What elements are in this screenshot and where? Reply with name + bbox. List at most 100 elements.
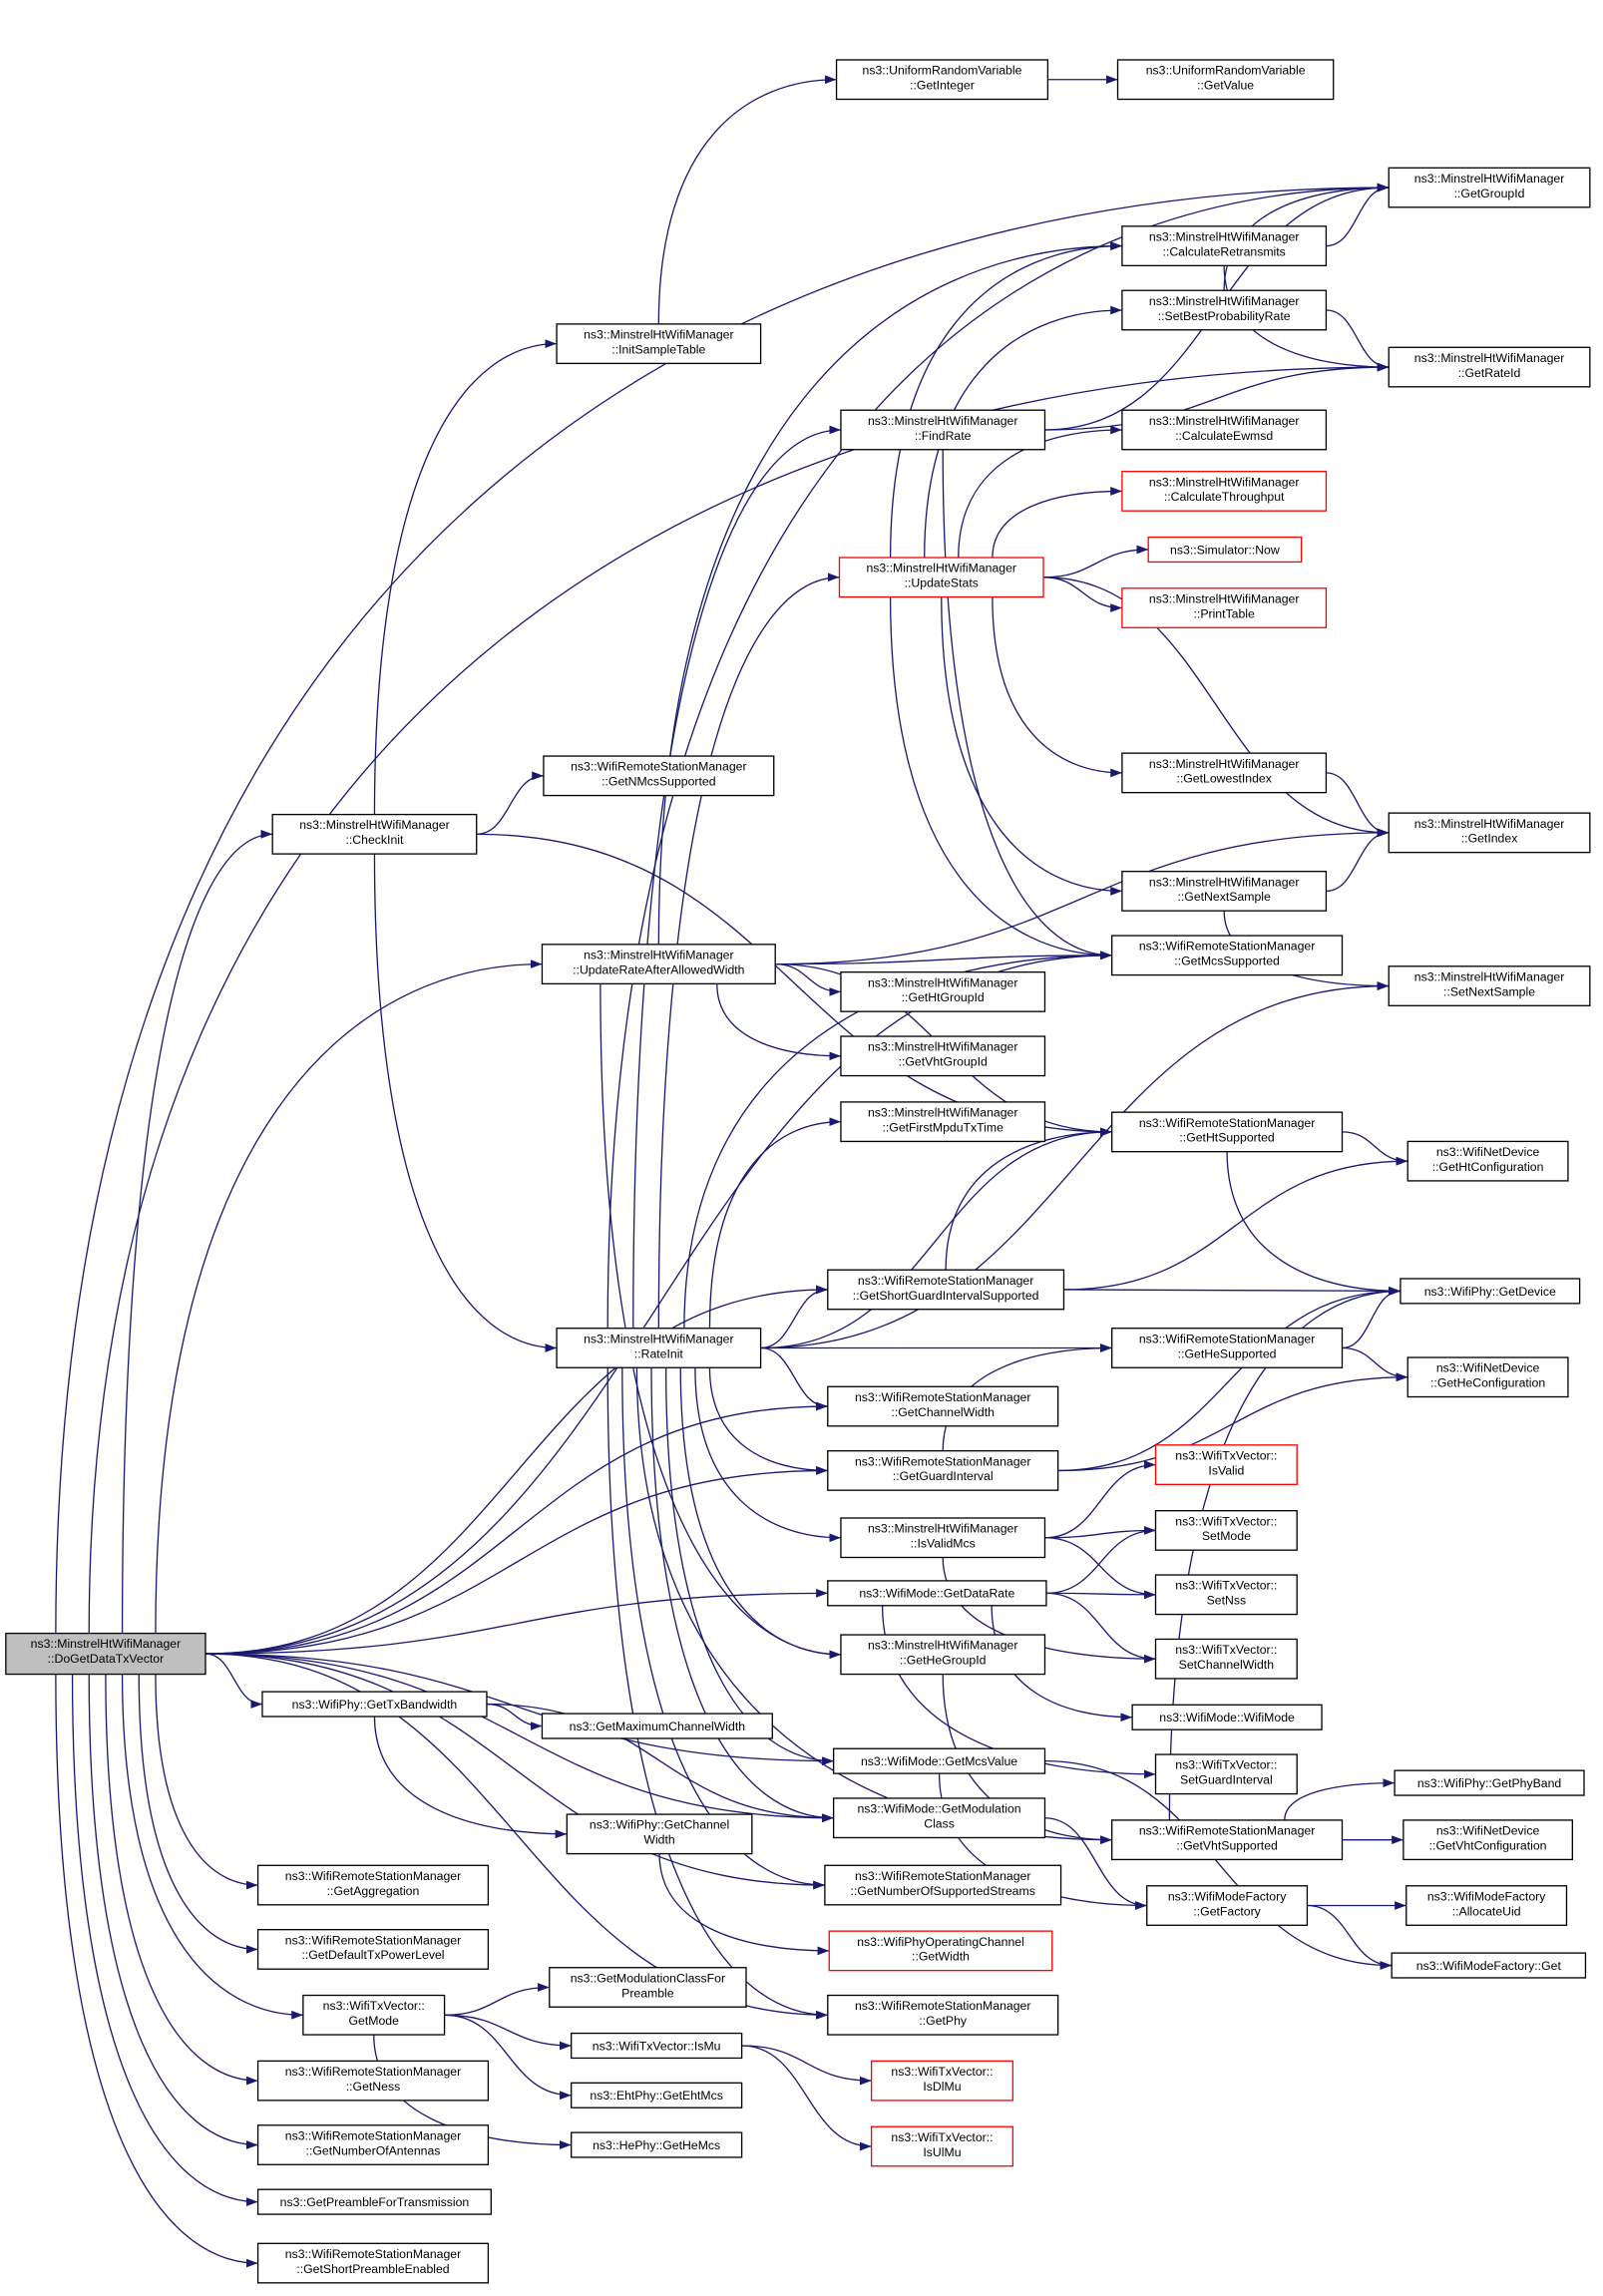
node-box bbox=[1406, 1140, 1569, 1182]
node-label: ns3::WifiModeFactory::Get bbox=[1416, 1959, 1562, 1973]
node-ns3-wifiremotestationmanager-getguardinterval[interactable]: ns3::WifiRemoteStationManager::GetGuardI… bbox=[827, 1450, 1059, 1491]
node-ns3-wifimode-getmcsvalue[interactable]: ns3::WifiMode::GetMcsValue bbox=[832, 1747, 1046, 1774]
node-ns3-wifiremotestationmanager-getvhtsupported[interactable]: ns3::WifiRemoteStationManager::GetVhtSup… bbox=[1111, 1819, 1344, 1861]
node-label: ::GetVhtSupported bbox=[1176, 1838, 1278, 1852]
node-label: ::GetGuardInterval bbox=[893, 1469, 994, 1483]
node-ns3-wifiremotestationmanager-gethesupported[interactable]: ns3::WifiRemoteStationManager::GetHeSupp… bbox=[1111, 1328, 1344, 1368]
node-ns3-hephy-gethemcs[interactable]: ns3::HePhy::GetHeMcs bbox=[571, 2131, 743, 2158]
node-label: ns3::WifiTxVector:: bbox=[1175, 1448, 1277, 1462]
node-ns3-minstrelhtwifimanager-isvalidmcs[interactable]: ns3::MinstrelHtWifiManager::IsValidMcs bbox=[840, 1517, 1046, 1559]
node-label: Preamble bbox=[621, 1986, 674, 2000]
node-ns3-wifiremotestationmanager-getnmcssupported[interactable]: ns3::WifiRemoteStationManager::GetNMcsSu… bbox=[543, 755, 775, 797]
node-label: ::GetWidth bbox=[912, 1950, 970, 1964]
node-ns3-minstrelhtwifimanager-setbestprobabilityrate[interactable]: ns3::MinstrelHtWifiManager::SetBestProba… bbox=[1121, 289, 1328, 331]
node-box bbox=[571, 2082, 743, 2108]
node-ns3-minstrelhtwifimanager-getgroupid[interactable]: ns3::MinstrelHtWifiManager::GetGroupId bbox=[1388, 167, 1591, 208]
node-ns3-wifiphyoperatingchannel-getwidth[interactable]: ns3::WifiPhyOperatingChannel::GetWidth bbox=[828, 1930, 1053, 1972]
node-label: IsValid bbox=[1208, 1463, 1244, 1477]
node-label: ns3::WifiPhyOperatingChannel bbox=[857, 1935, 1024, 1949]
node-ns3-ehtphy-getehtmcs[interactable]: ns3::EhtPhy::GetEhtMcs bbox=[571, 2082, 743, 2108]
node-ns3-wifitxvector-isulmu[interactable]: ns3::WifiTxVector::IsUlMu bbox=[870, 2125, 1013, 2167]
call-edge-ns3-wifiremotestationmanager-getvhtsupported-to-ns3-wifiphy-getdevice bbox=[1168, 1287, 1401, 1820]
node-ns3-wifitxvector-isvalid[interactable]: ns3::WifiTxVector::IsValid bbox=[1154, 1444, 1298, 1485]
node-ns3-wifiremotestationmanager-getdefaulttxpowerlevel[interactable]: ns3::WifiRemoteStationManager::GetDefaul… bbox=[256, 1929, 490, 1970]
node-label: ns3::WifiRemoteStationManager bbox=[285, 2128, 461, 2142]
node-ns3-wifiremotestationmanager-getaggregation[interactable]: ns3::WifiRemoteStationManager::GetAggreg… bbox=[256, 1864, 490, 1906]
node-ns3-wifimodefactory-get[interactable]: ns3::WifiModeFactory::Get bbox=[1391, 1952, 1587, 1979]
node-ns3-minstrelhtwifimanager-calculateewmsd[interactable]: ns3::MinstrelHtWifiManager::CalculateEwm… bbox=[1121, 409, 1328, 451]
node-ns3-minstrelhtwifimanager-calculatethroughput[interactable]: ns3::MinstrelHtWifiManager::CalculateThr… bbox=[1121, 471, 1328, 512]
node-ns3-minstrelhtwifimanager-calculateretransmits[interactable]: ns3::MinstrelHtWifiManager::CalculateRet… bbox=[1121, 225, 1328, 267]
node-label: ns3::WifiRemoteStationManager bbox=[855, 1869, 1030, 1883]
node-ns3-wifiremotestationmanager-getshortguardintervalsupported[interactable]: ns3::WifiRemoteStationManager::GetShortG… bbox=[827, 1269, 1065, 1311]
node-label: ::GetAggregation bbox=[327, 1884, 420, 1898]
node-ns3-wifinetdevice-getvhtconfiguration[interactable]: ns3::WifiNetDevice::GetVhtConfiguration bbox=[1403, 1819, 1573, 1861]
node-ns3-wifitxvector-getmode[interactable]: ns3::WifiTxVector::GetMode bbox=[302, 1994, 446, 2036]
node-label: ::GetVhtConfiguration bbox=[1429, 1838, 1547, 1852]
call-edge-ns3-minstrelhtwifimanager-dogetdatatxvector-to-ns3-getpreamblefortransmission bbox=[71, 1674, 258, 2206]
node-ns3-wifitxvector-setnss[interactable]: ns3::WifiTxVector::SetNss bbox=[1154, 1574, 1298, 1616]
node-label: ns3::WifiTxVector:: bbox=[1175, 1514, 1277, 1528]
node-ns3-wifitxvector-setchannelwidth[interactable]: ns3::WifiTxVector::SetChannelWidth bbox=[1154, 1638, 1298, 1680]
node-ns3-wifitxvector-isdlmu[interactable]: ns3::WifiTxVector::IsDlMu bbox=[870, 2060, 1013, 2102]
node-label: ::CheckInit bbox=[346, 833, 404, 847]
node-label: ns3::MinstrelHtWifiManager bbox=[868, 414, 1018, 428]
node-label: ::GetPhy bbox=[919, 2014, 968, 2028]
node-ns3-wifimode-getmodulationclass[interactable]: ns3::WifiMode::GetModulationClass bbox=[832, 1797, 1046, 1839]
node-ns3-wifiremotestationmanager-getnumberofantennas[interactable]: ns3::WifiRemoteStationManager::GetNumber… bbox=[256, 2124, 490, 2165]
node-ns3-minstrelhtwifimanager-getindex[interactable]: ns3::MinstrelHtWifiManager::GetIndex bbox=[1388, 812, 1591, 854]
node-ns3-minstrelhtwifimanager-setnextsample[interactable]: ns3::MinstrelHtWifiManager::SetNextSampl… bbox=[1388, 965, 1591, 1006]
node-label: ns3::WifiTxVector:: bbox=[323, 1999, 425, 2013]
node-ns3-wifiremotestationmanager-gethtsupported[interactable]: ns3::WifiRemoteStationManager::GetHtSupp… bbox=[1111, 1111, 1344, 1153]
node-ns3-simulator-now[interactable]: ns3::Simulator::Now bbox=[1147, 536, 1303, 564]
call-edge-ns3-wifiphy-getchannelwidth-to-ns3-wifiphyoperatingchannel-getwidth bbox=[658, 1853, 830, 1956]
node-label: ns3::MinstrelHtWifiManager bbox=[584, 328, 734, 342]
call-edge-ns3-minstrelhtwifimanager-updaterateafterallowedwidth-to-ns3-wifiremotestationmanager-getmcssupported bbox=[775, 951, 1112, 965]
node-label: ns3::MinstrelHtWifiManager bbox=[868, 1639, 1018, 1653]
node-ns3-wifinetdevice-getheconfiguration[interactable]: ns3::WifiNetDevice::GetHeConfiguration bbox=[1406, 1356, 1569, 1398]
node-ns3-wifitxvector-setguardinterval[interactable]: ns3::WifiTxVector::SetGuardInterval bbox=[1154, 1753, 1298, 1795]
node-ns3-wifiphy-getchannelwidth[interactable]: ns3::WifiPhy::GetChannelWidth bbox=[566, 1813, 753, 1855]
node-label: GetMode bbox=[349, 2014, 400, 2028]
node-ns3-wifimode-wifimode[interactable]: ns3::WifiMode::WifiMode bbox=[1131, 1704, 1323, 1730]
node-ns3-wifiremotestationmanager-getchannelwidth[interactable]: ns3::WifiRemoteStationManager::GetChanne… bbox=[827, 1385, 1059, 1427]
node-label: ::GetNumberOfAntennas bbox=[306, 2143, 441, 2157]
node-ns3-wifiremotestationmanager-getness[interactable]: ns3::WifiRemoteStationManager::GetNess bbox=[256, 2060, 490, 2102]
node-ns3-wifiphy-gettxbandwidth[interactable]: ns3::WifiPhy::GetTxBandwidth bbox=[261, 1691, 488, 1718]
node-ns3-minstrelhtwifimanager-findrate[interactable]: ns3::MinstrelHtWifiManager::FindRate bbox=[840, 409, 1046, 451]
node-ns3-uniformrandomvariable-getinteger[interactable]: ns3::UniformRandomVariable::GetInteger bbox=[835, 59, 1049, 101]
node-ns3-wifimodefactory-allocateuid[interactable]: ns3::WifiModeFactory::AllocateUid bbox=[1405, 1885, 1568, 1926]
node-ns3-minstrelhtwifimanager-getlowestindex[interactable]: ns3::MinstrelHtWifiManager::GetLowestInd… bbox=[1121, 752, 1328, 794]
node-ns3-getpreamblefortransmission[interactable]: ns3::GetPreambleForTransmission bbox=[256, 2188, 492, 2215]
node-ns3-minstrelhtwifimanager-getvhtgroupid[interactable]: ns3::MinstrelHtWifiManager::GetVhtGroupI… bbox=[840, 1035, 1046, 1077]
node-ns3-wifiremotestationmanager-getmcssupported[interactable]: ns3::WifiRemoteStationManager::GetMcsSup… bbox=[1111, 935, 1344, 976]
node-ns3-wifimode-getdatarate[interactable]: ns3::WifiMode::GetDataRate bbox=[827, 1580, 1047, 1607]
node-ns3-wifiremotestationmanager-getshortpreambleenabled[interactable]: ns3::WifiRemoteStationManager::GetShortP… bbox=[256, 2242, 490, 2284]
node-ns3-minstrelhtwifimanager-printtable[interactable]: ns3::MinstrelHtWifiManager::PrintTable bbox=[1121, 587, 1328, 628]
node-ns3-wifimodefactory-getfactory[interactable]: ns3::WifiModeFactory::GetFactory bbox=[1146, 1885, 1309, 1926]
node-ns3-wifiremotestationmanager-getnumberofsupportedstreams[interactable]: ns3::WifiRemoteStationManager::GetNumber… bbox=[824, 1864, 1062, 1906]
node-ns3-wifitxvector-setmode[interactable]: ns3::WifiTxVector::SetMode bbox=[1154, 1510, 1298, 1551]
node-ns3-uniformrandomvariable-getvalue[interactable]: ns3::UniformRandomVariable::GetValue bbox=[1116, 59, 1335, 101]
node-ns3-minstrelhtwifimanager-checkinit[interactable]: ns3::MinstrelHtWifiManager::CheckInit bbox=[271, 813, 478, 855]
node-ns3-wifinetdevice-gethtconfiguration[interactable]: ns3::WifiNetDevice::GetHtConfiguration bbox=[1406, 1140, 1569, 1182]
node-ns3-wifitxvector-ismu[interactable]: ns3::WifiTxVector::IsMu bbox=[571, 2032, 743, 2060]
node-ns3-wifiphy-getphyband[interactable]: ns3::WifiPhy::GetPhyBand bbox=[1394, 1769, 1585, 1796]
node-label: ns3::MinstrelHtWifiManager bbox=[1149, 475, 1300, 489]
node-ns3-minstrelhtwifimanager-getnextsample[interactable]: ns3::MinstrelHtWifiManager::GetNextSampl… bbox=[1121, 871, 1328, 912]
node-label: ::GetVhtGroupId bbox=[899, 1055, 988, 1069]
node-label: ns3::WifiModeFactory bbox=[1427, 1889, 1546, 1903]
node-ns3-minstrelhtwifimanager-getrateid[interactable]: ns3::MinstrelHtWifiManager::GetRateId bbox=[1388, 346, 1591, 388]
node-ns3-minstrelhtwifimanager-gethegroupid[interactable]: ns3::MinstrelHtWifiManager::GetHeGroupId bbox=[840, 1634, 1046, 1676]
node-ns3-minstrelhtwifimanager-rateinit[interactable]: ns3::MinstrelHtWifiManager::RateInit bbox=[556, 1328, 762, 1368]
node-ns3-wifiremotestationmanager-getphy[interactable]: ns3::WifiRemoteStationManager::GetPhy bbox=[827, 1994, 1059, 2036]
node-box bbox=[556, 1328, 762, 1368]
node-ns3-minstrelhtwifimanager-updatestats[interactable]: ns3::MinstrelHtWifiManager::UpdateStats bbox=[838, 557, 1044, 598]
node-ns3-minstrelhtwifimanager-gethtgroupid[interactable]: ns3::MinstrelHtWifiManager::GetHtGroupId bbox=[840, 970, 1046, 1012]
node-ns3-minstrelhtwifimanager-updaterateafterallowedwidth[interactable]: ns3::MinstrelHtWifiManager::UpdateRateAf… bbox=[541, 944, 776, 985]
node-ns3-minstrelhtwifimanager-getfirstmpdutxtime[interactable]: ns3::MinstrelHtWifiManager::GetFirstMpdu… bbox=[840, 1101, 1046, 1143]
node-ns3-minstrelhtwifimanager-initsampletable[interactable]: ns3::MinstrelHtWifiManager::InitSampleTa… bbox=[556, 323, 762, 365]
node-ns3-getmaximumchannelwidth[interactable]: ns3::GetMaximumChannelWidth bbox=[541, 1713, 773, 1739]
node-ns3-wifiphy-getdevice[interactable]: ns3::WifiPhy::GetDevice bbox=[1400, 1278, 1581, 1305]
